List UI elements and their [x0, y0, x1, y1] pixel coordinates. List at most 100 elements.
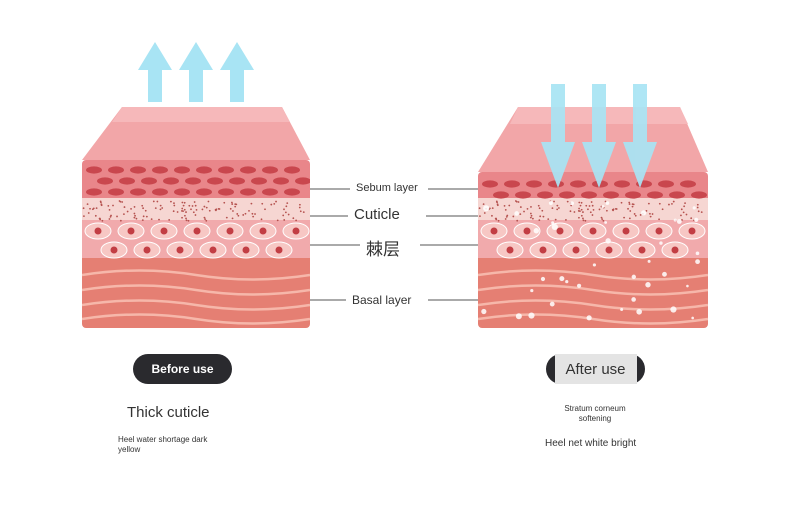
sebum-cell — [284, 166, 300, 174]
cuticle-dot — [250, 202, 253, 205]
cuticle-dot — [134, 214, 136, 217]
cuticle-dot — [159, 204, 162, 207]
cuticle-dot — [231, 217, 234, 220]
cuticle-dot — [491, 214, 493, 217]
cuticle-dot — [578, 201, 581, 204]
bubble — [636, 308, 642, 315]
cuticle-dot — [116, 215, 118, 218]
cuticle-dot — [201, 208, 204, 211]
cuticle-dot — [519, 206, 522, 208]
sebum-cell — [152, 188, 168, 196]
cuticle-dot — [292, 217, 295, 220]
cuticle-dot — [483, 212, 486, 214]
cell-nucleus — [127, 227, 135, 235]
cuticle-dot — [530, 206, 532, 208]
cuticle-dot — [614, 208, 617, 210]
cuticle-dot — [156, 200, 159, 203]
cuticle-dot — [588, 205, 591, 207]
cuticle-dot — [110, 214, 112, 217]
before-skin-block — [82, 42, 310, 328]
cuticle-dot — [282, 214, 285, 217]
cuticle-dot — [154, 207, 157, 210]
bubble — [592, 263, 597, 267]
cuticle-dot — [590, 201, 593, 203]
sebum-cell — [108, 166, 124, 174]
cuticle-dot — [537, 204, 540, 207]
sebum-cell — [141, 177, 157, 185]
cuticle-dot — [672, 200, 675, 203]
cuticle-dot — [628, 201, 631, 204]
sebum-cell — [614, 180, 630, 188]
cuticle-dot — [569, 210, 572, 213]
bubble — [576, 283, 582, 288]
cell-nucleus — [143, 246, 151, 254]
bubble — [551, 223, 558, 231]
before-title: Thick cuticle — [127, 404, 210, 421]
spinous-layer-label: 棘层 — [366, 240, 400, 259]
sebum-cell — [680, 180, 696, 188]
cuticle-dot — [530, 214, 533, 217]
bubble — [695, 259, 700, 265]
cuticle-dot — [184, 214, 186, 217]
cell-nucleus — [523, 227, 531, 235]
cuticle-dot — [612, 209, 615, 212]
cuticle-dot — [589, 211, 592, 214]
cuticle-dot — [578, 216, 580, 219]
cell-nucleus — [176, 246, 184, 254]
sebum-cell — [625, 191, 641, 199]
sebum-cell — [537, 191, 553, 199]
cell-nucleus — [292, 227, 300, 235]
cuticle-dot — [193, 201, 196, 203]
cuticle-dot — [496, 204, 499, 207]
cuticle-dot — [504, 218, 507, 220]
sebum-cell — [86, 166, 102, 174]
cuticle-dot — [170, 200, 172, 203]
cuticle-dot — [236, 213, 239, 215]
cuticle-dot — [181, 210, 183, 212]
cuticle-dot — [123, 206, 126, 208]
cuticle-dot — [600, 216, 603, 219]
bubble — [692, 206, 696, 210]
cuticle-dot — [191, 205, 194, 207]
bubble — [694, 217, 699, 222]
sebum-cell — [119, 177, 135, 185]
cuticle-dot — [633, 213, 636, 215]
cell-nucleus — [622, 227, 630, 235]
cuticle-dot — [479, 215, 481, 218]
bubble — [551, 221, 555, 225]
bubble — [549, 301, 555, 307]
arrow-up-icon — [138, 42, 172, 102]
sebum-cell — [229, 177, 245, 185]
bubble — [659, 241, 663, 245]
cuticle-dot — [512, 215, 515, 218]
cuticle-dot — [497, 219, 500, 222]
cuticle-dot — [623, 216, 625, 219]
sebum-cell — [152, 166, 168, 174]
bubble — [673, 218, 677, 222]
bubble — [604, 221, 608, 224]
cuticle-dot — [98, 217, 101, 220]
cuticle-dot — [133, 216, 136, 219]
sebum-cell — [97, 177, 113, 185]
sebum-cell — [581, 191, 597, 199]
cuticle-dot — [203, 216, 206, 219]
cuticle-dot — [190, 208, 192, 211]
cuticle-dot — [684, 202, 686, 204]
cuticle-dot — [298, 203, 301, 206]
cuticle-dot — [273, 203, 276, 205]
cuticle-dot — [112, 204, 114, 207]
sebum-cell — [603, 191, 619, 199]
cuticle-dot — [231, 203, 234, 205]
cuticle-dot — [232, 210, 234, 212]
cuticle-dot — [195, 208, 198, 211]
cuticle-dot — [529, 216, 532, 219]
cuticle-dot — [101, 219, 104, 222]
cuticle-dot — [651, 213, 654, 215]
cuticle-dot — [194, 204, 197, 207]
after-description: Heel net white bright — [545, 438, 637, 449]
cuticle-dot — [188, 204, 191, 207]
bubble — [691, 316, 694, 320]
cuticle-dot — [566, 200, 569, 203]
cell-nucleus — [242, 246, 250, 254]
